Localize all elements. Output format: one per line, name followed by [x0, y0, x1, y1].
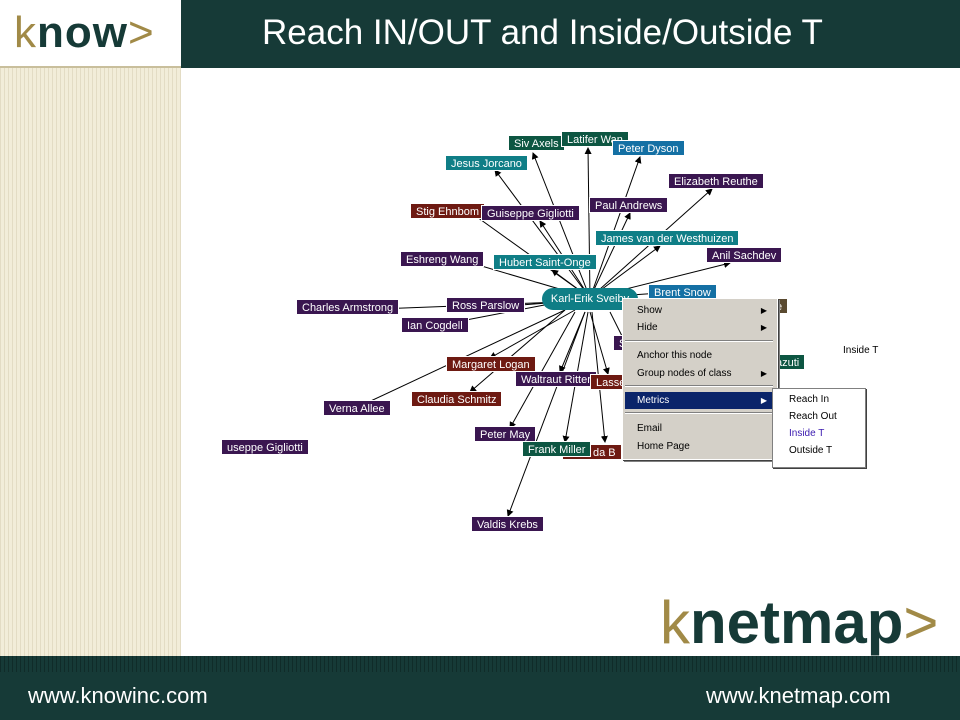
node-siv-axels[interactable]: Siv Axels: [508, 135, 565, 151]
knetmap-logo: knetmap>: [660, 589, 939, 656]
node-hubert-saint-onge[interactable]: Hubert Saint-Onge: [493, 254, 597, 270]
chevron-right-icon: ▶: [760, 369, 767, 378]
node-anil-sachdev[interactable]: Anil Sachdev: [706, 247, 783, 263]
chevron-right-icon: ▶: [760, 323, 767, 332]
page-title: Reach IN/OUT and Inside/Outside T: [262, 13, 823, 52]
submenu-item-reach-in[interactable]: Reach In: [789, 394, 830, 405]
footer-bar: [0, 656, 960, 720]
node-partial-azuti[interactable]: azuti: [770, 354, 806, 370]
menu-item-email[interactable]: Email: [637, 423, 663, 434]
node-paul-andrews[interactable]: Paul Andrews: [589, 197, 669, 213]
menu-item-metrics[interactable]: Metrics▶: [625, 392, 773, 409]
chevron-right-icon: ▶: [760, 396, 767, 405]
menu-item-hide[interactable]: Hide▶: [625, 319, 773, 336]
menu-item-show[interactable]: Show▶: [625, 302, 773, 319]
footer-link-knowinc[interactable]: www.knowinc.com: [28, 683, 208, 708]
footer-stripe: [0, 656, 960, 672]
menu-item-anchor-node[interactable]: Anchor this node: [637, 350, 713, 361]
node-eshreng-wang[interactable]: Eshreng Wang: [400, 251, 485, 267]
menu-separator: [625, 412, 773, 414]
footer-link-knetmap[interactable]: www.knetmap.com: [706, 683, 891, 708]
node-elizabeth-reuthe[interactable]: Elizabeth Reuthe: [668, 173, 764, 189]
context-menu: Show▶ Hide▶ Anchor this node Group nodes…: [622, 298, 778, 460]
metrics-submenu: Reach In Reach Out Inside T Outside T: [772, 388, 866, 468]
submenu-item-inside-t[interactable]: Inside T: [789, 428, 825, 439]
node-guiseppe-gigliotti[interactable]: Guiseppe Gigliotti: [481, 205, 580, 221]
know-logo-text: know>: [14, 8, 155, 57]
node-waltraut-ritter[interactable]: Waltraut Ritter: [515, 371, 597, 387]
center-node-karl-erik-sveiby[interactable]: Karl-Erik Sveiby: [542, 288, 638, 310]
node-valdis-krebs[interactable]: Valdis Krebs: [471, 516, 544, 532]
chevron-right-icon: ▶: [760, 306, 767, 315]
node-stig-ehnbom[interactable]: Stig Ehnbom: [410, 203, 485, 219]
submenu-item-outside-t[interactable]: Outside T: [789, 445, 833, 456]
node-james-van-der-westhuizen[interactable]: James van der Westhuizen: [595, 230, 740, 246]
node-charles-armstrong[interactable]: Charles Armstrong: [296, 299, 400, 315]
node-jesus-jorcano[interactable]: Jesus Jorcano: [445, 155, 528, 171]
know-logo: know>: [0, 0, 181, 68]
node-frank-miller[interactable]: Frank Miller: [522, 441, 592, 457]
menu-separator: [625, 385, 773, 387]
menu-item-home-page[interactable]: Home Page: [637, 441, 690, 452]
node-peter-dyson[interactable]: Peter Dyson: [612, 140, 685, 156]
node-latifer-wan[interactable]: Latifer Wan: [561, 131, 629, 147]
submenu-item-reach-out[interactable]: Reach Out: [789, 411, 837, 422]
node-ian-cogdell[interactable]: Ian Cogdell: [401, 317, 469, 333]
node-margaret-logan[interactable]: Margaret Logan: [446, 356, 536, 372]
node-ross-parslow[interactable]: Ross Parslow: [446, 297, 526, 313]
node-verna-allee[interactable]: Verna Allee: [323, 400, 391, 416]
node-peter-may[interactable]: Peter May: [474, 426, 537, 442]
inside-t-label: Inside T: [843, 345, 879, 356]
node-partial-guiseppe-gigliotti[interactable]: useppe Gigliotti: [222, 439, 309, 455]
sidebar-pattern: [0, 68, 181, 656]
menu-item-group-nodes[interactable]: Group nodes of class▶: [625, 365, 773, 382]
menu-separator: [625, 340, 773, 342]
node-claudia-schmitz[interactable]: Claudia Schmitz: [411, 391, 503, 407]
